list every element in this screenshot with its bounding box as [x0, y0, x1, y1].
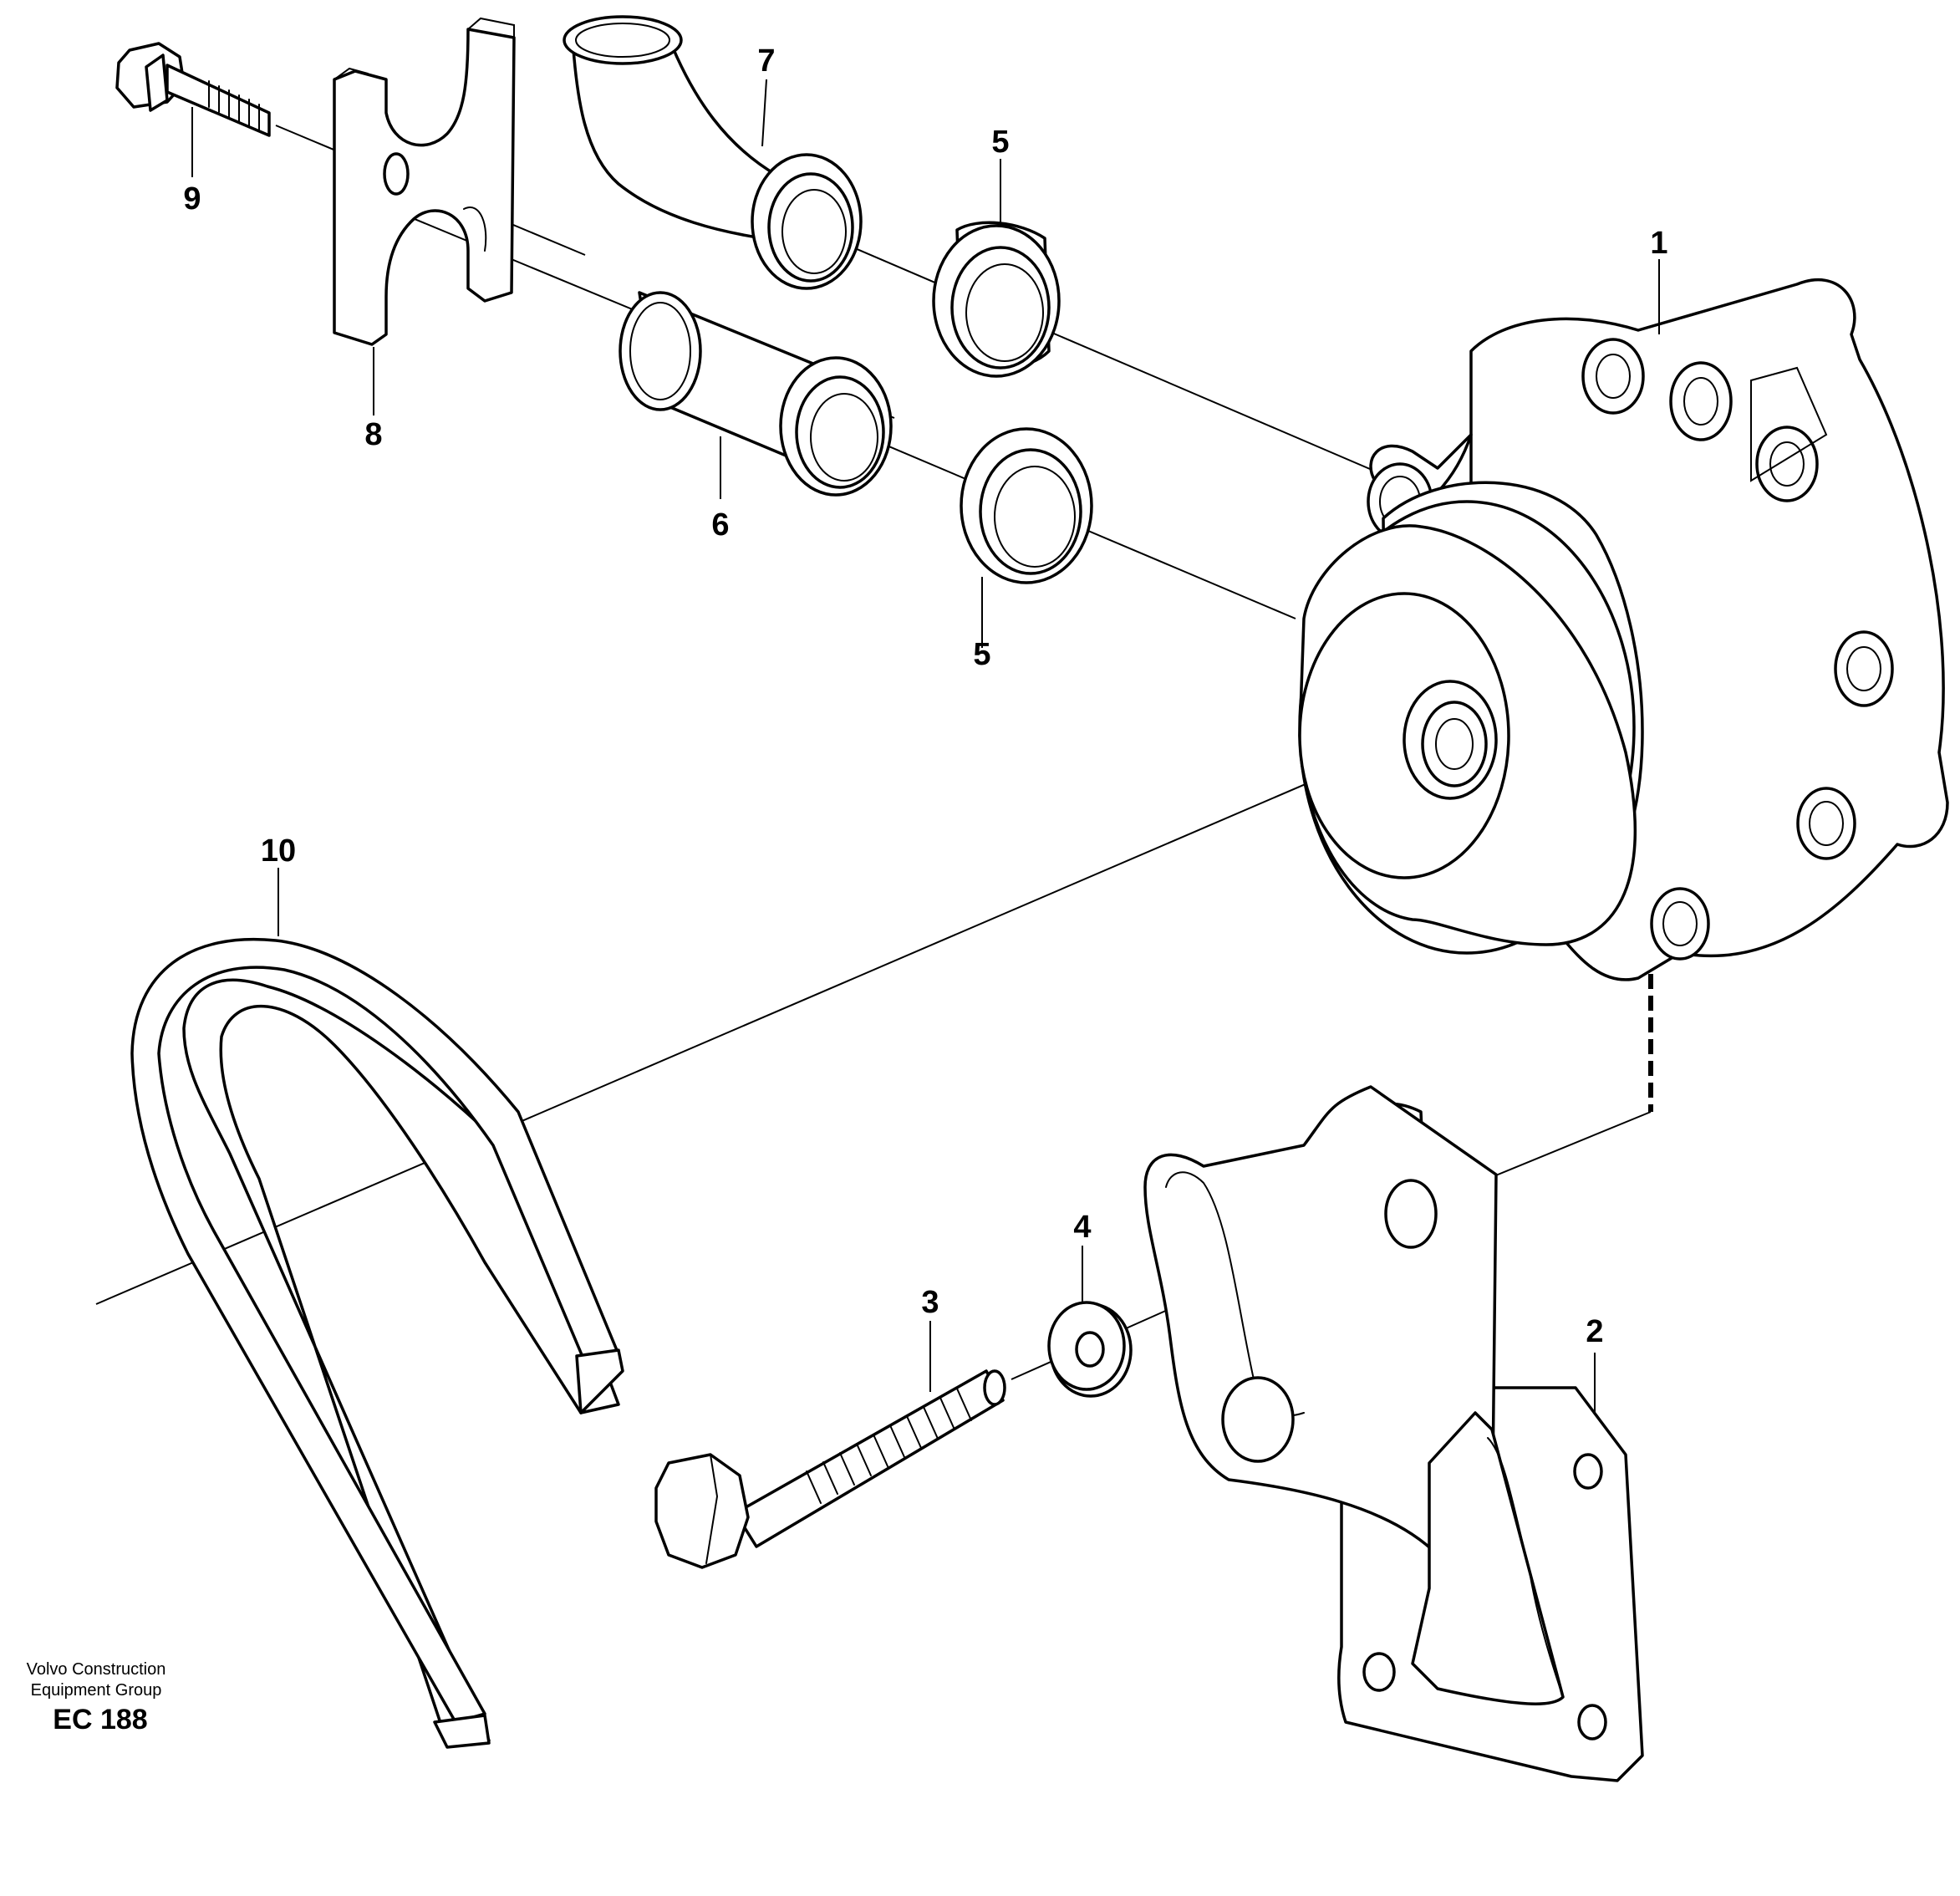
callout-7: 7 — [757, 43, 775, 79]
hex-bolt — [654, 1369, 1006, 1569]
credit-line-2: Equipment Group — [31, 1681, 162, 1700]
credit-block: Volvo Construction Equipment Group EC 18… — [27, 1660, 166, 1735]
credit-line-1: Volvo Construction — [27, 1660, 166, 1679]
callout-10: 10 — [261, 833, 296, 869]
elbow-pipe — [563, 15, 863, 290]
v-belt — [130, 938, 624, 1749]
callout-3: 3 — [921, 1285, 939, 1320]
callout-5-upper: 5 — [991, 125, 1009, 160]
callout-2: 2 — [1586, 1314, 1603, 1349]
callout-1: 1 — [1650, 226, 1667, 261]
drawing-code: EC 188 — [53, 1704, 147, 1735]
seal-ring-lower — [960, 427, 1093, 584]
callout-5-lower: 5 — [973, 637, 990, 672]
coolant-pump — [1298, 278, 1949, 981]
seal-ring-upper — [932, 221, 1061, 378]
callout-6: 6 — [711, 507, 729, 543]
saddle-bracket — [333, 17, 516, 346]
callout-leaders — [191, 79, 1660, 1413]
washer — [1047, 1301, 1133, 1398]
callout-8: 8 — [364, 417, 382, 452]
flange-bolt — [115, 42, 271, 137]
straight-pipe — [619, 291, 893, 497]
callout-9: 9 — [183, 181, 201, 217]
pump-bracket — [1143, 1085, 1644, 1782]
callout-4: 4 — [1073, 1210, 1091, 1245]
callout-labels: 1 2 3 4 5 5 6 7 8 9 10 — [183, 43, 1667, 1349]
